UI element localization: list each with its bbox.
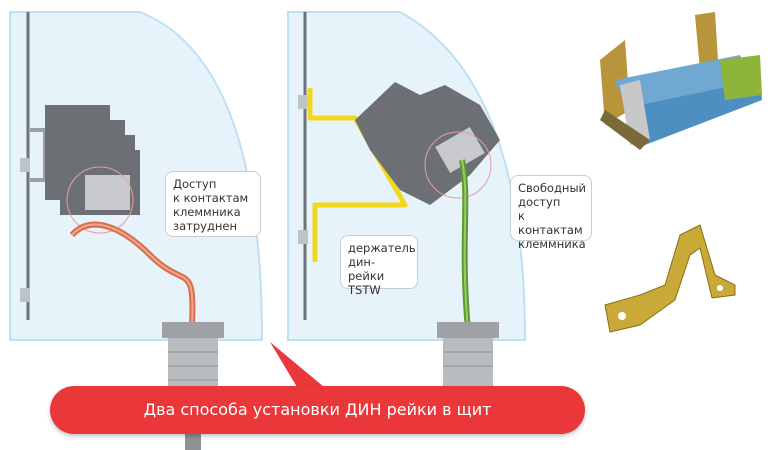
callout-line: держатель — [348, 241, 416, 255]
caption-banner: Два способа установки ДИН рейки в щит — [50, 386, 585, 434]
callout-din-rail-holder: держатель дин-рейки TSTW — [340, 235, 418, 297]
callout-line: клеммника — [173, 205, 241, 219]
terminal-block-assembly-photo — [600, 12, 762, 150]
callout-difficult-access: Доступ к контактам клеммника затруднен — [165, 171, 261, 237]
callout-line: дин-рейки — [348, 255, 385, 283]
callout-line: к контактам — [173, 191, 249, 205]
right-cable-gland — [437, 322, 499, 388]
callout-line: затруднен — [173, 219, 238, 233]
callout-line: TSTW — [348, 283, 381, 297]
callout-line: к контактам — [518, 209, 583, 237]
left-cable-gland — [162, 322, 224, 450]
left-installation — [9, 11, 264, 450]
banner-pointer — [270, 342, 330, 392]
callout-line: Свободный — [518, 181, 586, 195]
callout-line: клеммника — [518, 237, 586, 251]
right-installation — [287, 11, 527, 388]
din-rail-holder-photo — [604, 224, 736, 333]
callout-line: Доступ — [173, 177, 217, 191]
left-contact-highlight — [66, 166, 134, 234]
right-contact-highlight — [424, 131, 492, 199]
callout-free-access: Свободный доступ к контактам клеммника — [510, 175, 592, 251]
callout-line: доступ — [518, 195, 561, 209]
